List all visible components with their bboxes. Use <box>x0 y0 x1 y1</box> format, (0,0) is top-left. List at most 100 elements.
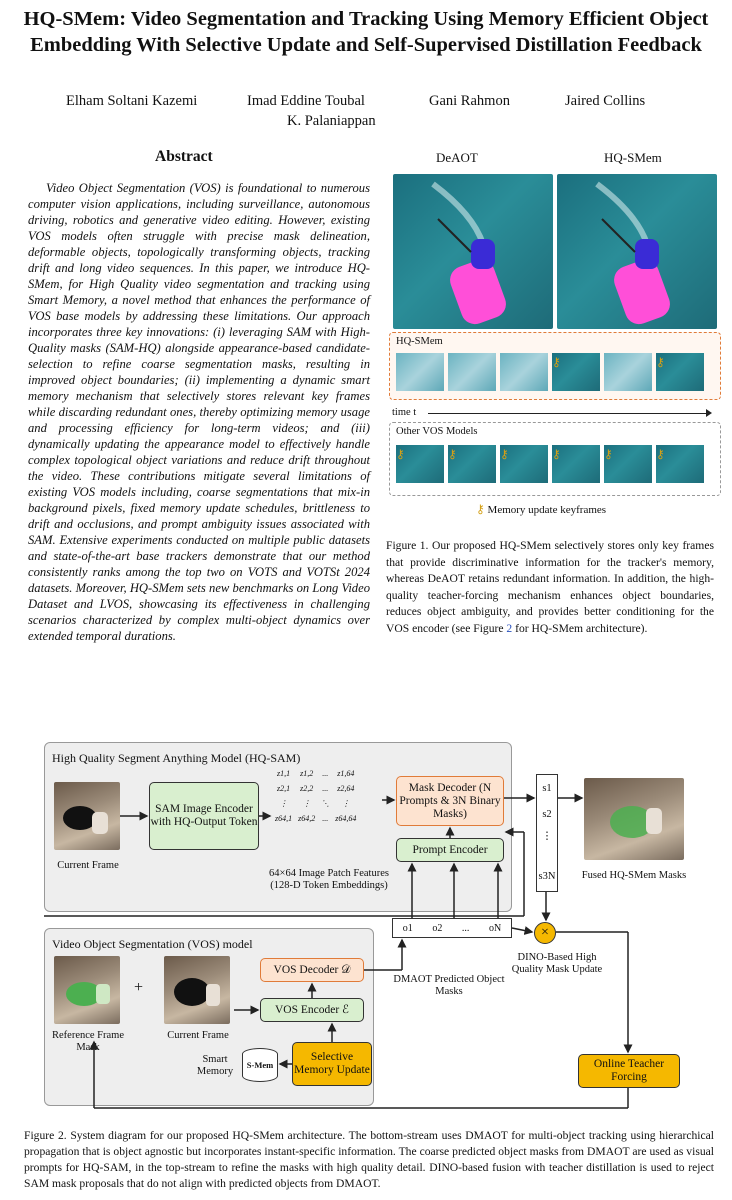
matrix-cell: z2,2 <box>300 784 314 793</box>
smem-label: S-Mem <box>246 1060 274 1070</box>
score-s1: s1 <box>542 783 552 794</box>
key-icon: ⚷ <box>476 502 485 516</box>
multiply-icon: × <box>534 922 556 944</box>
strip-frame-key: ⚷ <box>656 353 704 391</box>
matrix-cell: ... <box>322 784 329 793</box>
strip-frame <box>396 353 444 391</box>
time-arrow <box>428 413 708 414</box>
legend-text: Memory update keyframes <box>487 504 607 516</box>
current-frame-label-2: Current Frame <box>167 1030 229 1041</box>
fig1-label-hqsmem: HQ-SMem <box>604 150 662 165</box>
key-icon: ⚷ <box>396 447 405 461</box>
key-icon: ⚷ <box>656 355 665 369</box>
smem-database-icon: S-Mem <box>242 1048 278 1082</box>
key-icon: ⚷ <box>448 447 457 461</box>
paper-title: HQ-SMem: Video Segmentation and Tracking… <box>23 8 709 56</box>
strip-frame <box>604 353 652 391</box>
key-icon: ⚷ <box>552 447 561 461</box>
current-frame-label: Current Frame <box>57 860 119 871</box>
current-frame-image-2 <box>164 956 230 1024</box>
fused-masks-image <box>584 778 684 860</box>
current-frame-image <box>54 782 120 850</box>
selective-update-block: Selective Memory Update <box>292 1042 372 1086</box>
figure-2: High Quality Segment Anything Model (HQ-… <box>24 742 714 1120</box>
strip-other-label: Other VOS Models <box>396 426 478 437</box>
sam-encoder-block: SAM Image Encoder with HQ-Output Token <box>149 782 259 850</box>
author-5: K. Palaniappan <box>287 113 376 129</box>
object-on: oN <box>488 922 502 934</box>
strip-frame-key: ⚷ <box>604 445 652 483</box>
key-icon: ⚷ <box>656 447 665 461</box>
fig1-caption-text: Figure 1. Our proposed HQ-SMem selective… <box>386 539 714 635</box>
author-3: Gani Rahmon <box>429 93 510 109</box>
matrix-cell: z1,2 <box>300 769 314 778</box>
figure-2-caption: Figure 2. System diagram for our propose… <box>24 1129 714 1190</box>
matrix-cell: z64,64 <box>335 814 357 823</box>
reference-frame-image <box>54 956 120 1024</box>
key-icon: ⚷ <box>500 447 509 461</box>
time-label: time t <box>392 407 417 418</box>
plus-icon: + <box>134 979 144 996</box>
matrix-cell: ⋱ <box>321 799 330 808</box>
arrow-head-icon <box>706 409 712 417</box>
reference-mask-label: Reference Frame Mask <box>52 1030 124 1053</box>
score-column: s1 s2 ⋮ s3N <box>536 774 558 892</box>
matrix-cell: z1,64 <box>337 769 355 778</box>
author-1: Elham Soltani Kazemi <box>66 93 198 109</box>
fig1-caption-text-end: for HQ-SMem architecture). <box>512 621 648 635</box>
abstract-heading: Abstract <box>155 148 213 165</box>
object-ellipsis: ... <box>461 922 470 934</box>
key-icon: ⚷ <box>552 355 561 369</box>
abstract-text: Video Object Segmentation (VOS) is found… <box>28 181 370 643</box>
fused-masks-label: Fused HQ-SMem Masks <box>581 870 687 881</box>
fig1-legend: ⚷ Memory update keyframes <box>476 502 606 517</box>
dino-label: DINO-Based High Quality Mask Update <box>511 952 603 975</box>
matrix-cell: z2,64 <box>337 784 355 793</box>
strip-frame-key: ⚷ <box>552 445 600 483</box>
matrix-cell: ⋮ <box>279 799 288 808</box>
matrix-cell: ⋮ <box>302 799 311 808</box>
vos-title: Video Object Segmentation (VOS) model <box>52 937 253 951</box>
strip-frame <box>448 353 496 391</box>
figure-2-link[interactable]: 2 <box>506 621 513 635</box>
patch-features-caption: 64×64 Image Patch Features (128-D Token … <box>269 868 389 891</box>
strip-frame-key: ⚷ <box>396 445 444 483</box>
matrix-cell: z2,1 <box>277 784 291 793</box>
strip-frame <box>500 353 548 391</box>
hqsam-title: High Quality Segment Anything Model (HQ-… <box>52 751 301 765</box>
teacher-forcing-block: Online Teacher Forcing <box>578 1054 680 1088</box>
vos-encoder-block: VOS Encoder ℰ <box>260 998 364 1022</box>
patch-matrix: z1,1 z1,2... z1,64 z2,1 z2,2... z2,64 ⋮ ⋮ ⋱ ⋮ z64,… <box>272 766 382 864</box>
deaot-result-image <box>393 174 553 329</box>
mask-decoder-block: Mask Decoder (N Prompts & 3N Binary Mask… <box>396 776 504 826</box>
author-2: Imad Eddine Toubal <box>247 93 365 109</box>
hqsmem-strip: HQ-SMem ⚷ ⚷ <box>389 332 721 400</box>
strip-frame-key: ⚷ <box>656 445 704 483</box>
smart-memory-label: Smart Memory <box>196 1054 234 1077</box>
matrix-cell: ⋮ <box>341 799 350 808</box>
figure-1: DeAOT HQ-SMem HQ-SMem ⚷ ⚷ time t Other V… <box>386 150 722 530</box>
strip-frame-key: ⚷ <box>500 445 548 483</box>
prompt-encoder-block: Prompt Encoder <box>396 838 504 862</box>
matrix-cell: z64,2 <box>298 814 316 823</box>
key-icon: ⚷ <box>604 447 613 461</box>
strip-frame-key: ⚷ <box>448 445 496 483</box>
object-o2: o2 <box>432 922 443 934</box>
figure-1-caption: Figure 1. Our proposed HQ-SMem selective… <box>386 538 714 637</box>
object-o1: o1 <box>402 922 413 934</box>
matrix-cell: z64,1 <box>275 814 293 823</box>
strip-hq-label: HQ-SMem <box>396 336 443 347</box>
strip-frame-key: ⚷ <box>552 353 600 391</box>
other-vos-strip: Other VOS Models ⚷ ⚷ ⚷ ⚷ ⚷ ⚷ <box>389 422 721 496</box>
matrix-cell: ... <box>322 769 329 778</box>
score-s2: s2 <box>542 809 552 820</box>
fig1-label-deaot: DeAOT <box>436 150 478 165</box>
score-s3n: s3N <box>538 871 556 882</box>
matrix-cell: ... <box>322 814 329 823</box>
author-4: Jaired Collins <box>565 93 646 109</box>
vos-decoder-block: VOS Decoder 𝒟 <box>260 958 364 982</box>
object-row: o1 o2 ... oN <box>392 918 512 938</box>
dmaot-label: DMAOT Predicted Object Masks <box>393 974 505 997</box>
score-ellipsis: ⋮ <box>541 831 553 842</box>
matrix-cell: z1,1 <box>277 769 291 778</box>
